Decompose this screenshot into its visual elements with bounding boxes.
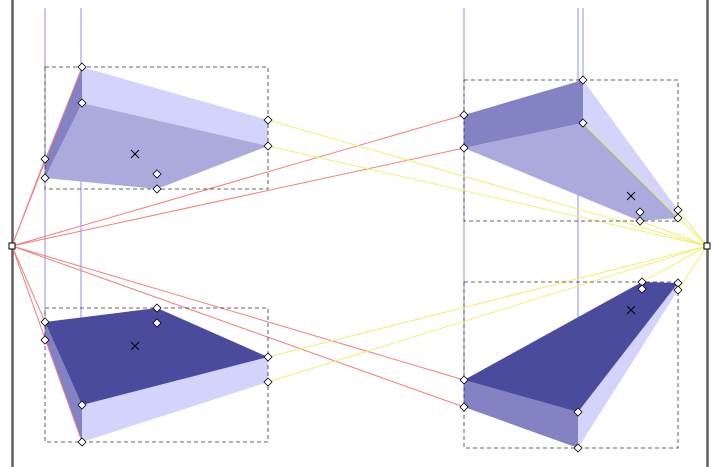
diamond-handle-icon[interactable]	[152, 318, 162, 328]
diamond-handle-icon[interactable]	[263, 377, 273, 387]
diamond-handle-icon[interactable]	[263, 115, 273, 125]
x-cross-icon	[626, 191, 636, 201]
left-vanishing-lines	[11, 66, 465, 443]
box-side-face[interactable]	[583, 80, 678, 218]
diamond-handle-icon[interactable]	[77, 62, 87, 72]
left-vanishing-point-square-icon[interactable]	[8, 242, 16, 250]
diamond-handle-icon[interactable]	[263, 352, 273, 362]
diamond-handle-icon[interactable]	[459, 402, 469, 412]
diamond-handle-icon[interactable]	[573, 407, 583, 417]
diamond-handle-icon[interactable]	[578, 75, 588, 85]
perspective-line	[267, 245, 708, 358]
x-cross-stroke	[626, 191, 636, 201]
box-side-face[interactable]	[578, 283, 678, 448]
box-top-face[interactable]	[45, 308, 268, 405]
diamond-handle-icon[interactable]	[263, 141, 273, 151]
perspective-line	[641, 245, 708, 283]
perspective-line	[11, 114, 465, 247]
center-markers	[130, 149, 636, 351]
right-vanishing-point-square-icon[interactable]	[703, 242, 711, 250]
perspective-line	[582, 122, 708, 247]
diamond-handle-icon[interactable]	[635, 207, 645, 217]
box-top-face[interactable]	[82, 67, 268, 146]
diamond-handle-icon[interactable]	[637, 284, 647, 294]
bounding-box	[463, 281, 679, 449]
box-front-face[interactable]	[464, 380, 578, 448]
x-cross-stroke	[130, 341, 140, 351]
bottom-right-3d-box[interactable]	[464, 282, 678, 448]
diamond-handle-icon[interactable]	[578, 118, 588, 128]
perspective-line	[11, 245, 83, 443]
perspective-line	[677, 245, 708, 291]
box-top-face[interactable]	[464, 80, 583, 148]
diamond-handle-icon[interactable]	[77, 437, 87, 447]
perspective-line	[267, 245, 708, 383]
diamond-handle-icon[interactable]	[635, 216, 645, 226]
diamond-handle-icon[interactable]	[152, 184, 162, 194]
x-cross-icon	[626, 305, 636, 315]
x-cross-stroke	[130, 149, 140, 159]
perspective-line	[677, 209, 708, 247]
vanishing-point-handles[interactable]	[8, 242, 711, 250]
perspective-line	[267, 119, 708, 247]
diamond-handle-icon[interactable]	[40, 173, 50, 183]
x-cross-stroke	[626, 305, 636, 315]
diamond-handle-icon[interactable]	[152, 169, 162, 179]
diamond-handle-icon[interactable]	[77, 98, 87, 108]
box-front-face[interactable]	[464, 123, 678, 221]
perspective-line	[11, 245, 465, 408]
x-cross-icon	[130, 341, 140, 351]
top-right-3d-box[interactable]	[464, 80, 678, 221]
box-top-face[interactable]	[464, 282, 678, 412]
diamond-handle-icon[interactable]	[77, 400, 87, 410]
diamond-handle-icon[interactable]	[459, 110, 469, 120]
corner-handles[interactable]	[40, 62, 683, 453]
box-front-face[interactable]	[82, 357, 268, 442]
x-cross-icon	[130, 149, 140, 159]
perspective-line	[11, 245, 46, 323]
diamond-handle-icon[interactable]	[459, 143, 469, 153]
perspective-line	[639, 220, 708, 247]
diamond-handle-icon[interactable]	[40, 317, 50, 327]
box-side-face[interactable]	[45, 322, 82, 442]
diamond-handle-icon[interactable]	[673, 213, 683, 223]
diamond-handle-icon[interactable]	[40, 335, 50, 345]
diamond-handle-icon[interactable]	[459, 375, 469, 385]
perspective-line	[267, 145, 708, 247]
diamond-handle-icon[interactable]	[573, 443, 583, 453]
diamond-handle-icon[interactable]	[152, 303, 162, 313]
bottom-left-3d-box[interactable]	[45, 308, 268, 442]
perspective-line	[11, 147, 465, 247]
top-left-3d-box[interactable]	[45, 67, 268, 189]
diamond-handle-icon[interactable]	[673, 285, 683, 295]
perspective-line	[11, 245, 465, 381]
bounding-box	[44, 307, 269, 443]
box-front-face[interactable]	[45, 103, 268, 189]
diamond-handle-icon[interactable]	[40, 154, 50, 164]
right-vanishing-lines	[267, 119, 708, 383]
box-side-face[interactable]	[45, 67, 82, 178]
